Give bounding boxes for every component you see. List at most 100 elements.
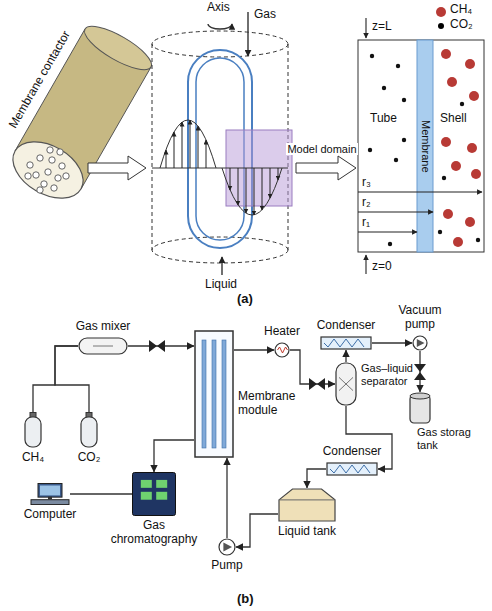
- model-domain-illustration: [465, 217, 475, 227]
- fiber-module-illustration: [206, 140, 207, 168]
- gas-chromatograph: Gas chromatography: [132, 472, 176, 516]
- valve-symbols: [149, 340, 426, 390]
- valve-symbols: [149, 340, 165, 352]
- model-domain-illustration: [394, 158, 398, 162]
- membrane-contactor-illustration: [57, 149, 63, 155]
- fiber-module-illustration: [222, 168, 282, 215]
- valve-symbols: [414, 364, 426, 380]
- model-domain-illustration: [368, 54, 480, 246]
- boundary-label: z=0: [372, 260, 392, 274]
- membrane-contactor-illustration: [79, 19, 157, 78]
- pipe-connector: [307, 469, 326, 488]
- pipe-connector: [345, 350, 346, 362]
- liquid-tank: [279, 489, 335, 521]
- model-domain-illustration: [443, 209, 453, 219]
- gas-mixer: Gas mixer: [78, 337, 128, 355]
- fiber-module-illustration: [174, 132, 175, 168]
- equipment-label: CH₄: [22, 451, 44, 465]
- liquid-tank: [279, 499, 335, 500]
- gas-chromatograph: [132, 472, 176, 516]
- liquid-tank: Liquid tank: [278, 488, 336, 522]
- pipe-connector: [346, 406, 392, 469]
- equipment-label: Condenser: [317, 319, 376, 333]
- pump-symbol: [219, 539, 235, 555]
- membrane-contactor-illustration: [27, 162, 33, 168]
- fiber-module-illustration: [247, 12, 248, 56]
- fiber-module-illustration: [254, 168, 255, 215]
- condenser-symbol: [326, 462, 378, 476]
- gas-chromatograph: [133, 473, 176, 516]
- heater-symbol: [274, 342, 290, 358]
- model-domain-illustration: [402, 98, 406, 102]
- membrane-contactor-illustration: [37, 155, 43, 161]
- condenser-symbol: [327, 463, 377, 475]
- membrane-contactor-illustration: [49, 157, 55, 163]
- model-domain-illustration: [370, 54, 374, 58]
- equipment-label: Gas–liquid separator: [361, 362, 417, 387]
- gas-cylinder: CH₄: [24, 412, 42, 448]
- axis-label: Axis: [207, 1, 230, 15]
- fiber-module-illustration: [238, 168, 239, 205]
- pipe-connector: [70, 493, 132, 494]
- pump-symbol: Pump: [218, 538, 236, 556]
- model-domain-illustration: [441, 137, 451, 147]
- separator-vessel: [336, 363, 356, 405]
- membrane-contactor-illustration: [37, 187, 43, 193]
- gas-chromatograph: [141, 480, 152, 488]
- membrane-contactor-illustration: [25, 147, 69, 193]
- radius-label: r₃: [362, 176, 371, 190]
- equipment-label: Gas storag tank: [417, 426, 479, 451]
- heater-symbol: Heater: [274, 342, 290, 358]
- membrane-module: [195, 331, 233, 457]
- fiber-module-illustration: [166, 150, 167, 168]
- gas-cylinder: [25, 417, 41, 447]
- membrane-module: [194, 330, 234, 458]
- model-domain-illustration: [365, 255, 366, 274]
- fiber-module-illustration: [270, 168, 271, 198]
- model-domain-illustration: [441, 49, 451, 59]
- region-label: Membrane: [419, 120, 432, 173]
- fiber-module-illustration: [166, 120, 278, 215]
- pipe-connector: [372, 342, 412, 343]
- vacuum-pump-symbol: [417, 339, 425, 347]
- gas-chromatograph: [156, 480, 167, 488]
- arrow-label: Model domain: [286, 143, 357, 156]
- membrane-module: [222, 340, 226, 448]
- membrane-contactor-illustration: [63, 173, 69, 179]
- membrane-contactor-illustration: [3, 19, 157, 210]
- heater-symbol: [275, 343, 289, 357]
- gas-cylinder: [81, 417, 97, 447]
- gas-tank: Gas storag tank: [409, 392, 431, 424]
- condenser-symbol: [320, 336, 372, 350]
- fiber-module-illustration: [160, 120, 216, 168]
- membrane-contactor-illustration: [59, 163, 65, 169]
- membrane-module: [202, 340, 206, 448]
- fiber-module-illustration: [152, 168, 288, 169]
- model-domain-illustration: [358, 191, 482, 192]
- pump-symbol: [223, 543, 232, 552]
- model-domain-illustration: [368, 148, 372, 152]
- model-domain-illustration: [441, 49, 481, 247]
- model-domain-illustration: [469, 91, 479, 101]
- membrane-contactor-illustration: [25, 173, 31, 179]
- region-label: Tube: [370, 112, 397, 126]
- equipment-label: Pump: [211, 559, 242, 573]
- fiber-module-illustration: [198, 126, 199, 168]
- equipment-label: Gas mixer: [76, 320, 131, 334]
- model-domain-illustration: [382, 86, 386, 90]
- gas-cylinder: [80, 412, 98, 448]
- model-domain-illustration: [447, 77, 457, 87]
- pipe-connector: [154, 440, 194, 472]
- fiber-module-illustration: [230, 168, 231, 190]
- membrane-contactor-illustration: [33, 172, 39, 178]
- fiber-module-illustration: [152, 31, 288, 57]
- fiber-module-illustration: [182, 122, 183, 168]
- model-domain-illustration: [358, 40, 484, 252]
- panel-label: (a): [237, 292, 253, 307]
- model-domain-illustration: [465, 59, 475, 69]
- computer-icon: [38, 484, 62, 498]
- equipment-label: Heater: [264, 325, 300, 339]
- pipe-connector: [236, 514, 278, 547]
- computer-icon: Computer: [30, 483, 70, 505]
